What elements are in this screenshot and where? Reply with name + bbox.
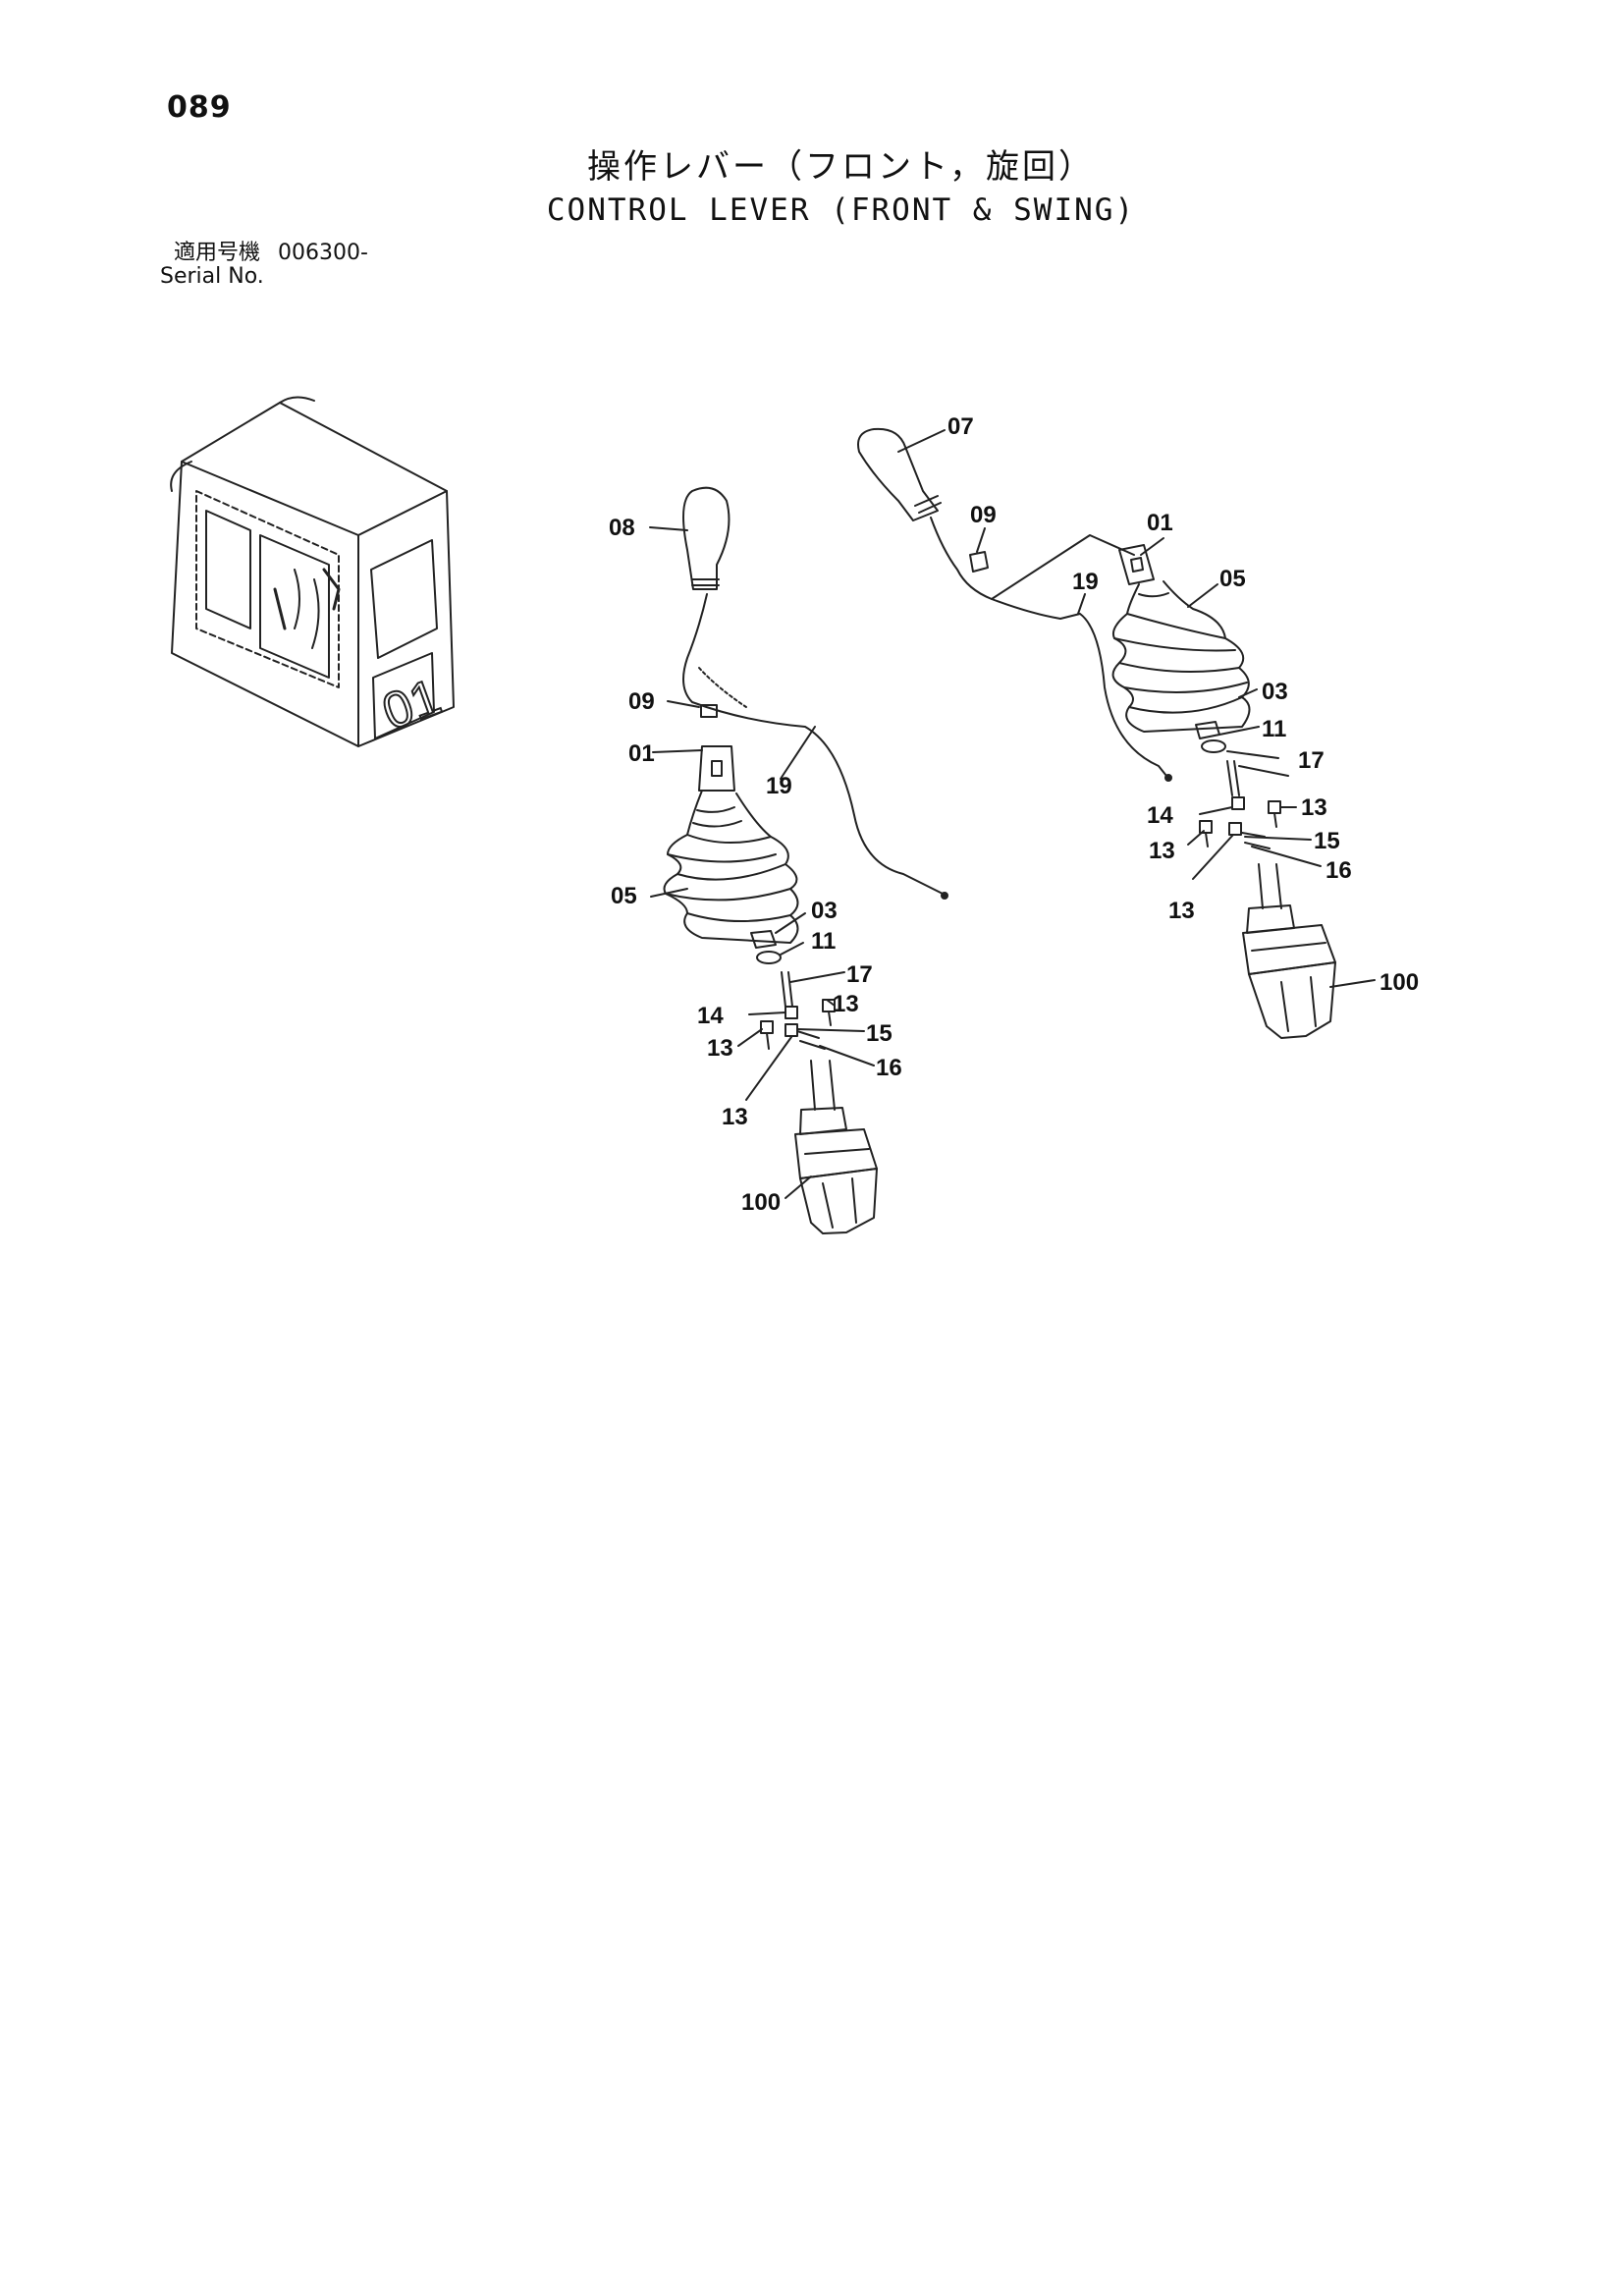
page-title-japanese: 操作レバー（フロント，旋回）	[587, 147, 1095, 187]
left-label-bolt-b: 13	[833, 991, 859, 1017]
right-label-bolt-a: 13	[1149, 838, 1175, 864]
left-label-pin: 17	[846, 961, 873, 988]
right-lever	[1118, 544, 1155, 585]
right-label-pin: 17	[1298, 747, 1325, 774]
left-label-ring: 11	[811, 928, 836, 955]
right-boot	[1111, 580, 1251, 733]
left-lever-assembly	[649, 486, 948, 1234]
left-label-plate: 16	[876, 1055, 902, 1081]
left-label-boot: 05	[611, 883, 637, 909]
right-label-bolt-c: 13	[1168, 898, 1195, 924]
left-grip	[682, 486, 730, 590]
left-pilot-valve	[794, 1060, 878, 1234]
serial-label-jp: 適用号機	[174, 241, 261, 265]
left-label-valve: 100	[741, 1189, 781, 1216]
left-label-lever: 01	[628, 740, 655, 767]
right-grip	[857, 427, 939, 521]
left-label-spring: 15	[866, 1020, 893, 1047]
page-title-english: CONTROL LEVER (FRONT & SWING)	[546, 192, 1136, 228]
right-label-plate: 16	[1325, 857, 1352, 884]
left-label-harness: 19	[766, 773, 792, 799]
serial-value: 006300-	[278, 241, 368, 265]
right-label-grip: 07	[947, 413, 974, 440]
right-label-harness: 19	[1072, 569, 1099, 595]
left-label-screw-a: 14	[697, 1003, 724, 1029]
left-label-grip: 08	[609, 515, 635, 541]
page-number: 089	[167, 90, 232, 125]
right-pilot-valve	[1242, 863, 1336, 1039]
serial-block: 適用号機 006300- Serial No.	[160, 242, 368, 289]
right-lever-assembly	[857, 427, 1376, 1039]
right-label-nut: 03	[1262, 679, 1288, 705]
right-label-valve: 100	[1380, 969, 1419, 996]
serial-label-en: Serial No.	[160, 264, 264, 289]
right-label-screw-a: 14	[1147, 802, 1173, 829]
right-label-cap: 09	[970, 502, 997, 528]
left-label-bolt-a: 13	[707, 1035, 733, 1062]
right-label-ring: 11	[1262, 716, 1286, 742]
left-label-bolt-c: 13	[722, 1104, 748, 1130]
right-label-bolt-b: 13	[1301, 794, 1327, 821]
cab-inset-label: 01	[375, 669, 448, 741]
left-boot	[663, 790, 799, 944]
left-label-nut: 03	[811, 898, 838, 924]
left-lever	[698, 745, 735, 792]
cab-inset-illustration	[170, 396, 455, 747]
right-label-boot: 05	[1219, 566, 1246, 592]
right-label-lever: 01	[1147, 510, 1173, 536]
right-label-spring: 15	[1314, 828, 1340, 854]
left-label-cap: 09	[628, 688, 655, 715]
